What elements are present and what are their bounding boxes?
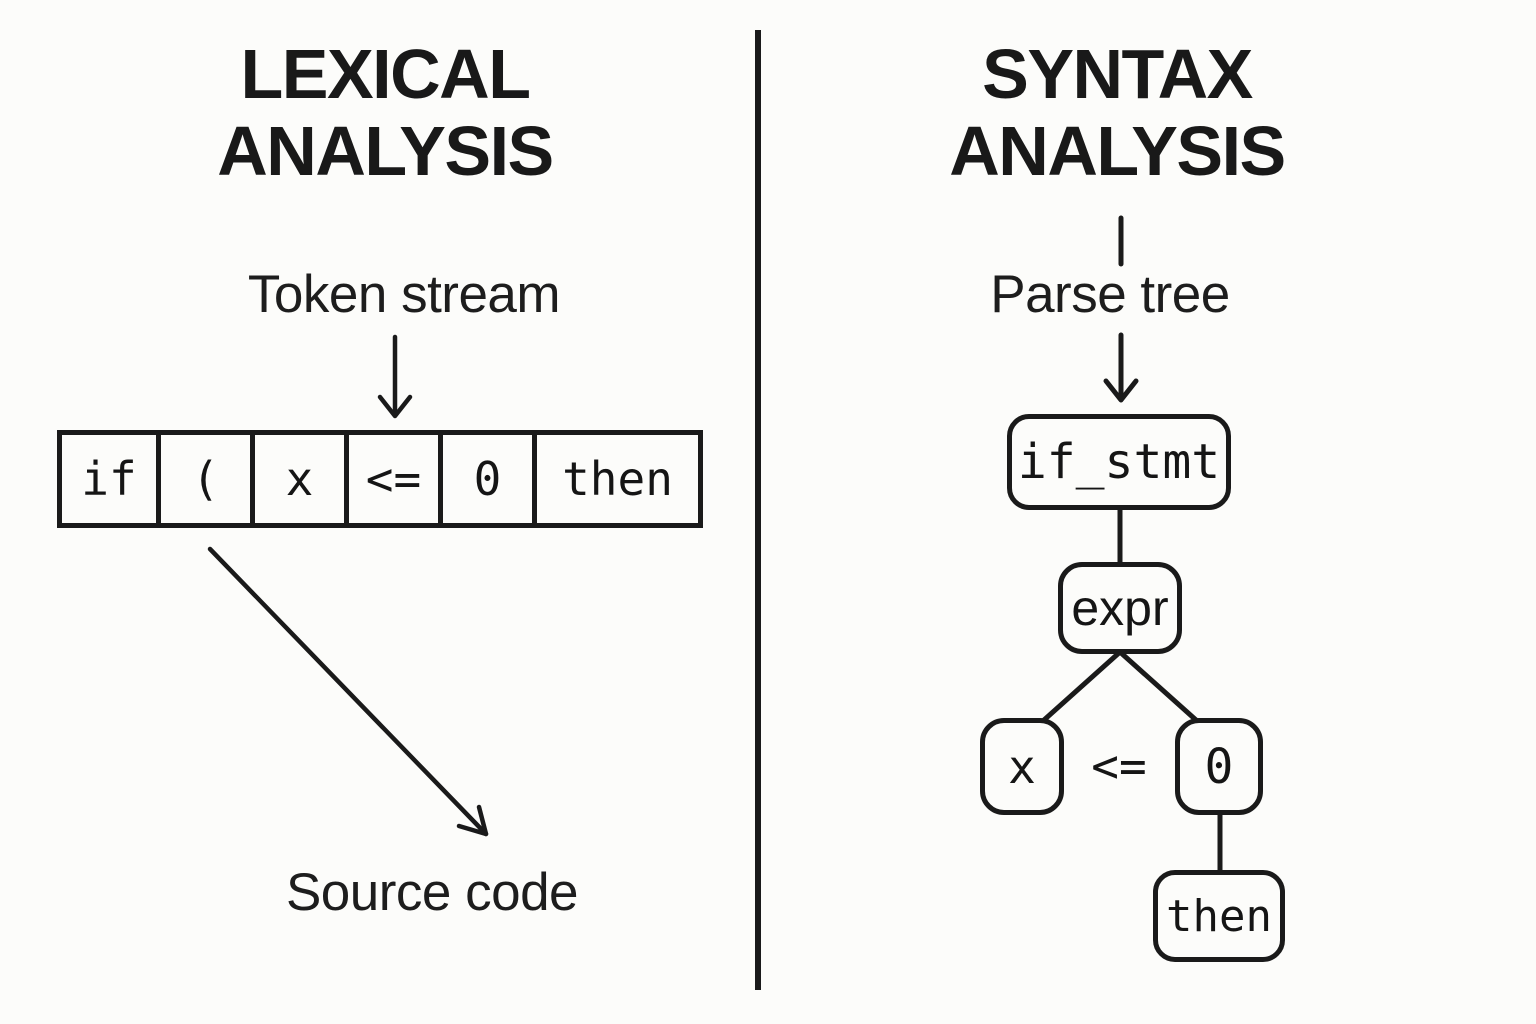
tree-node-zero: 0	[1175, 718, 1263, 815]
token-stream-label: Token stream	[247, 265, 561, 324]
parse-tree-label: Parse tree	[990, 265, 1230, 324]
token-cell-lparen: (	[156, 435, 250, 523]
token-stream-arrow	[377, 334, 413, 419]
tree-node-if-stmt: if_stmt	[1007, 414, 1231, 510]
token-cell-then: then	[532, 435, 698, 523]
tree-node-expr: expr	[1058, 562, 1182, 654]
source-code-arrow	[207, 546, 489, 837]
edge-expr-x	[1041, 649, 1123, 723]
source-code-label: Source code	[285, 863, 579, 922]
token-cell-if: if	[81, 452, 137, 506]
token-stream-table: if ( x <= 0 then	[57, 430, 703, 528]
tree-operator-label: <=	[1091, 739, 1147, 793]
token-cell-x: x	[250, 435, 344, 523]
parse-tree-arrow	[1103, 332, 1139, 403]
tree-node-x: x	[980, 718, 1064, 815]
token-cell-zero: 0	[438, 435, 532, 523]
syntax-analysis-title: SYNTAX ANALYSIS	[949, 35, 1286, 190]
lexical-analysis-title: LEXICAL ANALYSIS	[217, 35, 554, 190]
token-cell-leq: <=	[344, 435, 438, 523]
edge-expr-zero	[1117, 649, 1199, 723]
tree-node-then: then	[1153, 870, 1285, 962]
